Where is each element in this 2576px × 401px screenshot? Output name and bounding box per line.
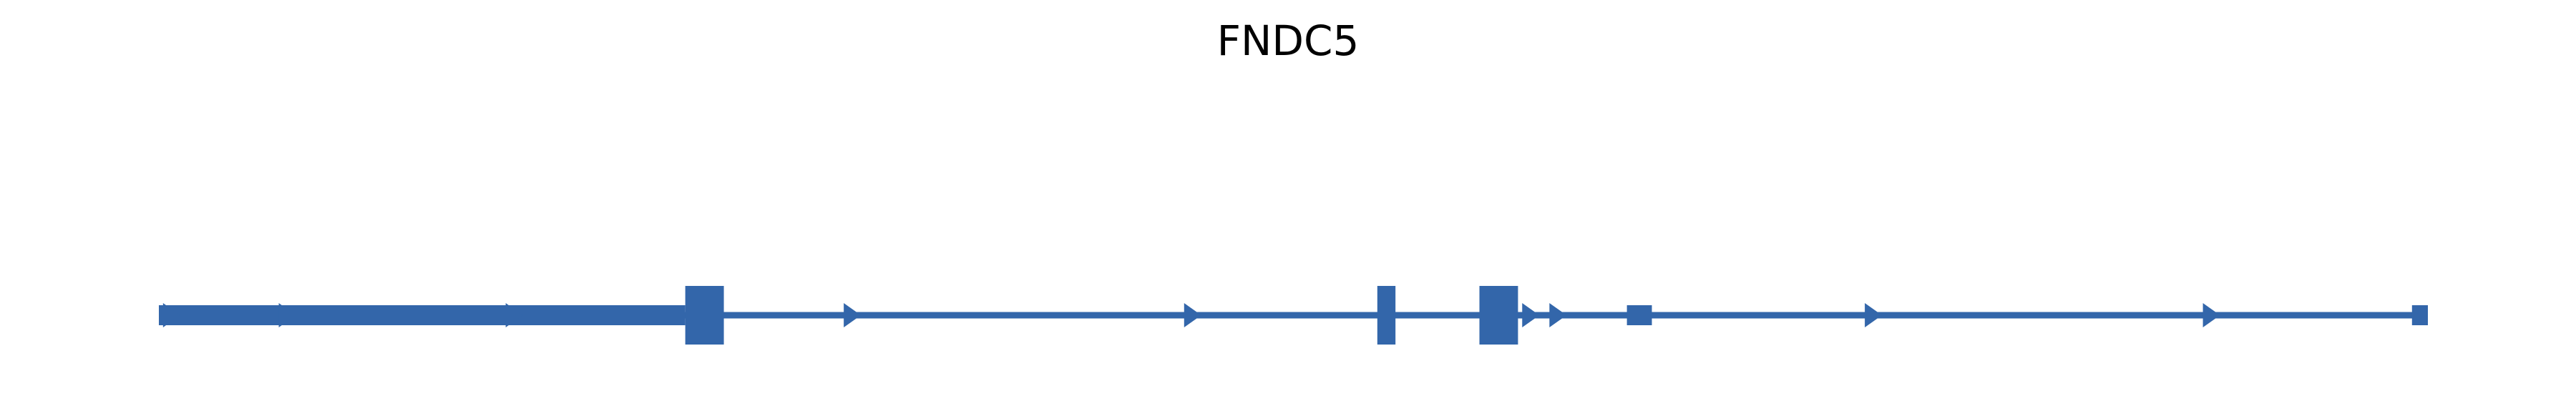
strand-arrow <box>162 303 180 327</box>
strand-arrow <box>2202 303 2220 327</box>
strand-arrow <box>1549 303 1567 327</box>
coding-exon-block <box>1479 286 1518 345</box>
coding-exon-block <box>1377 286 1396 345</box>
exon-layer <box>159 286 2428 345</box>
strand-arrow <box>505 303 523 327</box>
utr-exon-block <box>2411 305 2428 325</box>
strand-arrow <box>278 303 296 327</box>
strand-arrow <box>844 303 862 327</box>
coding-exon-block <box>685 286 724 345</box>
strand-arrow <box>1184 303 1201 327</box>
strand-arrow <box>1522 303 1540 327</box>
strand-arrow <box>1865 303 1883 327</box>
strand-arrow-layer <box>162 303 2220 327</box>
gene-title: FNDC5 <box>1216 16 1360 65</box>
utr-exon-block <box>159 305 686 325</box>
utr-exon-block <box>1626 305 1652 325</box>
